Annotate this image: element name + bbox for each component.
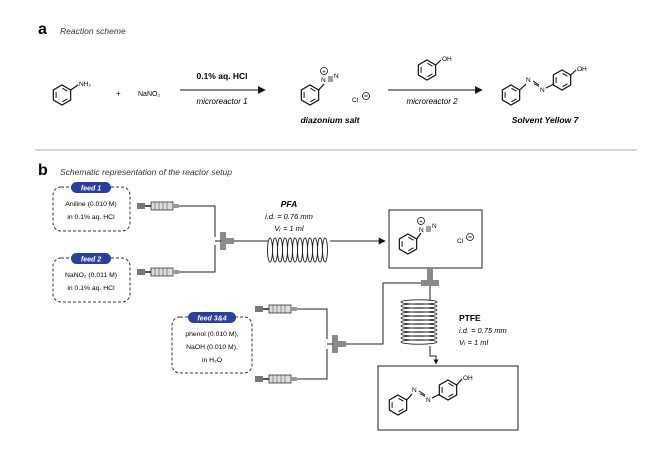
sodium-nitrite-label: NaNO₂ [138,91,160,98]
panel-a-title: Reaction scheme [60,26,126,36]
tube-feed-1 [179,205,216,237]
arrow-1-conditions: 0.1% aq. HCl [196,71,247,81]
panel-b-letter: b [38,162,48,179]
tube-feed-2 [179,245,216,273]
feed-2-tag-label: feed 2 [81,257,101,264]
phenol-oh-label: OH [442,56,452,63]
pfa-coil-icon [267,237,328,263]
feed-1-tag-label: feed 1 [81,186,101,193]
feed-1-line-2: in 0.1% aq. HCl [67,214,115,221]
box-1-n-terminal: N [432,223,437,230]
syringe-1-icon [136,201,180,211]
arrow-1-microreactor: microreactor 1 [196,97,247,106]
diazo-n-terminal: N [334,73,339,80]
syringe-3-icon [254,304,298,314]
tube-feed-3 [297,308,328,339]
product-box: N N OH [377,365,519,431]
tube-to-box-2 [429,346,439,365]
t-mixer-2-icon [421,268,439,286]
panel-b-title: Schematic representation of the reactor … [60,167,232,177]
t-mixer-3-icon [332,335,346,353]
feed-2-line-1: NaNO₂ (0.011 M) [65,272,117,279]
feed-34-box: feed 3&4 phenol (0.010 M), NaOH (0.010 M… [171,312,253,374]
diazonium-box: N + N Cl [388,209,483,269]
svg-text:+: + [322,70,326,76]
diazonium-structure: N + N Cl [300,67,370,106]
feed-1-line-1: Aniline (0.010 M) [65,201,116,208]
feed-34-tag [188,312,236,323]
feed-1-tag [71,182,111,193]
pfa-inner-diameter: i.d. = 0.76 mm [265,212,313,221]
chloride-label: Cl [352,97,359,104]
feed-34-line-1: phenol (0.010 M), [185,331,238,338]
syringe-2-icon [136,267,180,277]
box-1-n-plus: N [419,227,424,234]
box-1-chloride: Cl [457,238,464,245]
positive-charge-icon [320,67,328,75]
azo-oh-label: OH [577,66,587,73]
feed-34-tag-label: feed 3&4 [197,316,226,323]
ptfe-coil-icon [400,299,438,345]
feed-1-box: feed 1 Aniline (0.010 M) in 0.1% aq. HCl [52,182,131,232]
feed-2-tag [71,253,111,264]
box-2-oh-label: OH [463,375,473,382]
box-2-n-1: N [412,387,417,394]
azo-n-2: N [540,87,545,94]
diazo-n-plus: N [321,77,326,84]
aniline-nh2-label: NH₂ [79,81,91,88]
ptfe-inner-diameter: i.d. = 0.75 mm [459,326,507,335]
box-2-n-2: N [426,397,431,404]
feed-34-line-2: NaOH (0.010 M), [186,344,238,351]
feed-34-line-3: in H₂O [202,357,222,364]
pfa-volume: Vᵣ = 1 ml [274,224,303,233]
svg-text:+: + [419,220,423,226]
tube-base-to-mixer-2 [346,282,421,345]
syringe-4-icon [254,374,298,384]
aniline-structure: NH₂ [52,81,91,106]
panel-a-letter: a [38,21,47,38]
product-label: Solvent Yellow 7 [512,115,580,125]
solvent-yellow-structure: N N OH [501,66,587,106]
phenol-structure: OH [417,56,452,81]
arrow-2-microreactor: microreactor 2 [406,97,458,106]
tube-feed-4 [297,349,328,380]
t-mixer-1-icon [220,232,234,250]
ptfe-label: PTFE [459,313,481,323]
negative-charge-icon [362,92,370,100]
feed-2-line-2: in 0.1% aq. HCl [67,285,115,292]
pfa-label: PFA [281,199,298,209]
feed-2-box: feed 2 NaNO₂ (0.011 M) in 0.1% aq. HCl [52,253,131,303]
azo-n-1: N [526,77,531,84]
plus-sign: + [116,89,121,98]
ptfe-volume: Vᵣ = 1 ml [459,338,488,347]
diazonium-salt-label: diazonium salt [300,115,360,125]
